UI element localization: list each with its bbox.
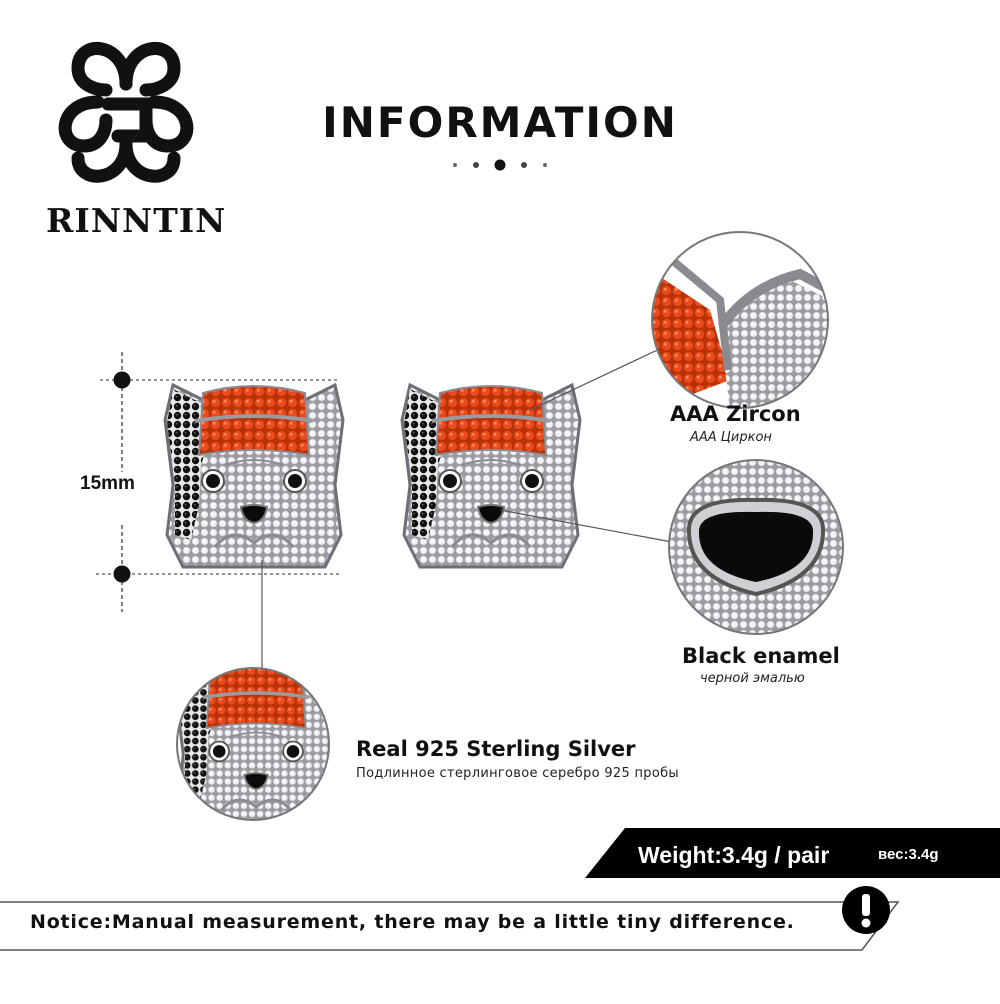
earring-left-image [155, 375, 353, 580]
weight-sub-label: вес:3.4g [878, 846, 939, 863]
zircon-subtitle: AAA Циркон [690, 430, 772, 445]
title-dots-divider [445, 157, 555, 173]
enamel-title: Black enamel [682, 644, 840, 668]
earring-right-image [392, 375, 590, 580]
brand-name: RINNTIN [46, 201, 227, 240]
measurement-guides [80, 340, 370, 630]
enamel-detail-image [667, 458, 845, 636]
brand-logo-icon [48, 32, 204, 194]
measurement-label: 15mm [80, 473, 135, 494]
page-title: INFORMATION [322, 98, 678, 147]
zircon-detail-image [650, 230, 830, 410]
enamel-subtitle: черной эмалью [700, 671, 805, 686]
zircon-title: AAA Zircon [670, 402, 801, 426]
silver-detail-image [175, 666, 331, 822]
silver-title: Real 925 Sterling Silver [356, 737, 636, 761]
exclamation-icon [841, 885, 891, 935]
notice-text: Notice:Manual measurement, there may be … [30, 911, 795, 933]
silver-subtitle: Подлинное стерлинговое серебро 925 пробы [356, 766, 679, 781]
weight-banner [585, 828, 1000, 878]
weight-label: Weight:3.4g / pair [638, 842, 830, 868]
